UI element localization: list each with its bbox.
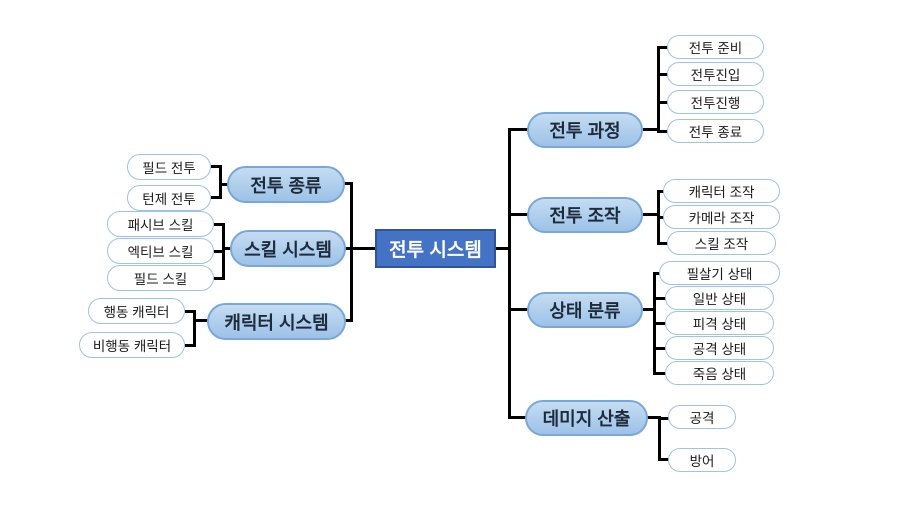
leaf-battle-enter[interactable]: 전투진입 [667, 62, 764, 86]
connector-line [510, 416, 526, 419]
connector-line [508, 128, 511, 419]
branch-battle-process[interactable]: 전투 과정 [527, 112, 643, 148]
leaf-field-skill[interactable]: 필드 스킬 [107, 265, 214, 291]
branch-skill-system[interactable]: 스킬 시스템 [230, 230, 346, 267]
connector-line [214, 223, 225, 226]
leaf-death-state[interactable]: 죽음 상태 [665, 361, 774, 385]
connector-line [643, 308, 656, 311]
connector-line [185, 344, 196, 347]
leaf-skill-control[interactable]: 스킬 조작 [667, 231, 776, 255]
connector-line [214, 277, 225, 280]
connector-line [658, 416, 661, 461]
branch-character-system[interactable]: 캐릭터 시스템 [207, 303, 346, 340]
connector-line [350, 182, 353, 322]
root-node-battle-system[interactable]: 전투 시스템 [375, 229, 496, 268]
leaf-camera-control[interactable]: 카메라 조작 [663, 205, 780, 229]
connector-line [653, 272, 661, 275]
connector-line [657, 190, 665, 193]
connector-line [653, 372, 666, 375]
connector-line [222, 247, 231, 250]
leaf-battle-progress[interactable]: 전투진행 [667, 90, 764, 114]
connector-line [657, 242, 668, 245]
leaf-attack-state[interactable]: 공격 상태 [665, 336, 774, 360]
connector-line [653, 347, 666, 350]
branch-battle-type[interactable]: 전투 종류 [227, 166, 345, 203]
branch-damage-calculation[interactable]: 데미지 산출 [525, 400, 648, 436]
leaf-active-skill[interactable]: 엑티브 스킬 [107, 238, 214, 264]
connector-line [219, 165, 222, 199]
leaf-turn-battle[interactable]: 턴제 전투 [127, 185, 211, 211]
leaf-field-battle[interactable]: 필드 전투 [127, 154, 211, 180]
connector-line [345, 319, 353, 322]
leaf-defense[interactable]: 방어 [668, 448, 736, 472]
connector-line [657, 130, 668, 133]
connector-line [643, 128, 660, 131]
leaf-normal-state[interactable]: 일반 상태 [665, 286, 774, 310]
connector-line [658, 458, 669, 461]
connector-line [193, 319, 208, 322]
connector-line [657, 216, 665, 219]
connector-line [345, 247, 378, 250]
connector-line [653, 297, 666, 300]
leaf-character-control[interactable]: 캐릭터 조작 [663, 179, 780, 203]
connector-line [657, 73, 668, 76]
connector-line [653, 322, 666, 325]
connector-line [344, 182, 353, 185]
connector-line [495, 247, 511, 250]
leaf-attack[interactable]: 공격 [668, 405, 736, 429]
leaf-action-character[interactable]: 행동 캐릭터 [88, 298, 185, 324]
connector-line [657, 46, 660, 133]
connector-line [658, 417, 669, 420]
connector-line [647, 416, 661, 419]
leaf-ultimate-state[interactable]: 필살기 상태 [659, 261, 780, 285]
connector-line [219, 183, 228, 186]
connector-line [510, 213, 528, 216]
branch-battle-control[interactable]: 전투 조작 [527, 197, 643, 233]
connector-line [643, 213, 660, 216]
leaf-battle-ready[interactable]: 전투 준비 [667, 35, 764, 59]
leaf-inactive-character[interactable]: 비행동 캐릭터 [79, 332, 185, 358]
connector-line [193, 310, 196, 347]
connector-line [185, 310, 196, 313]
connector-line [510, 128, 528, 131]
connector-line [657, 101, 668, 104]
connector-line [510, 308, 528, 311]
leaf-battle-end[interactable]: 전투 종료 [667, 119, 764, 143]
leaf-passive-skill[interactable]: 패시브 스킬 [107, 211, 214, 237]
connector-line [211, 196, 222, 199]
connector-line [214, 250, 225, 253]
branch-state-classification[interactable]: 상태 분류 [527, 292, 643, 328]
connector-line [222, 223, 225, 280]
connector-line [657, 46, 668, 49]
connector-line [211, 165, 222, 168]
leaf-hit-state[interactable]: 피격 상태 [665, 311, 774, 335]
